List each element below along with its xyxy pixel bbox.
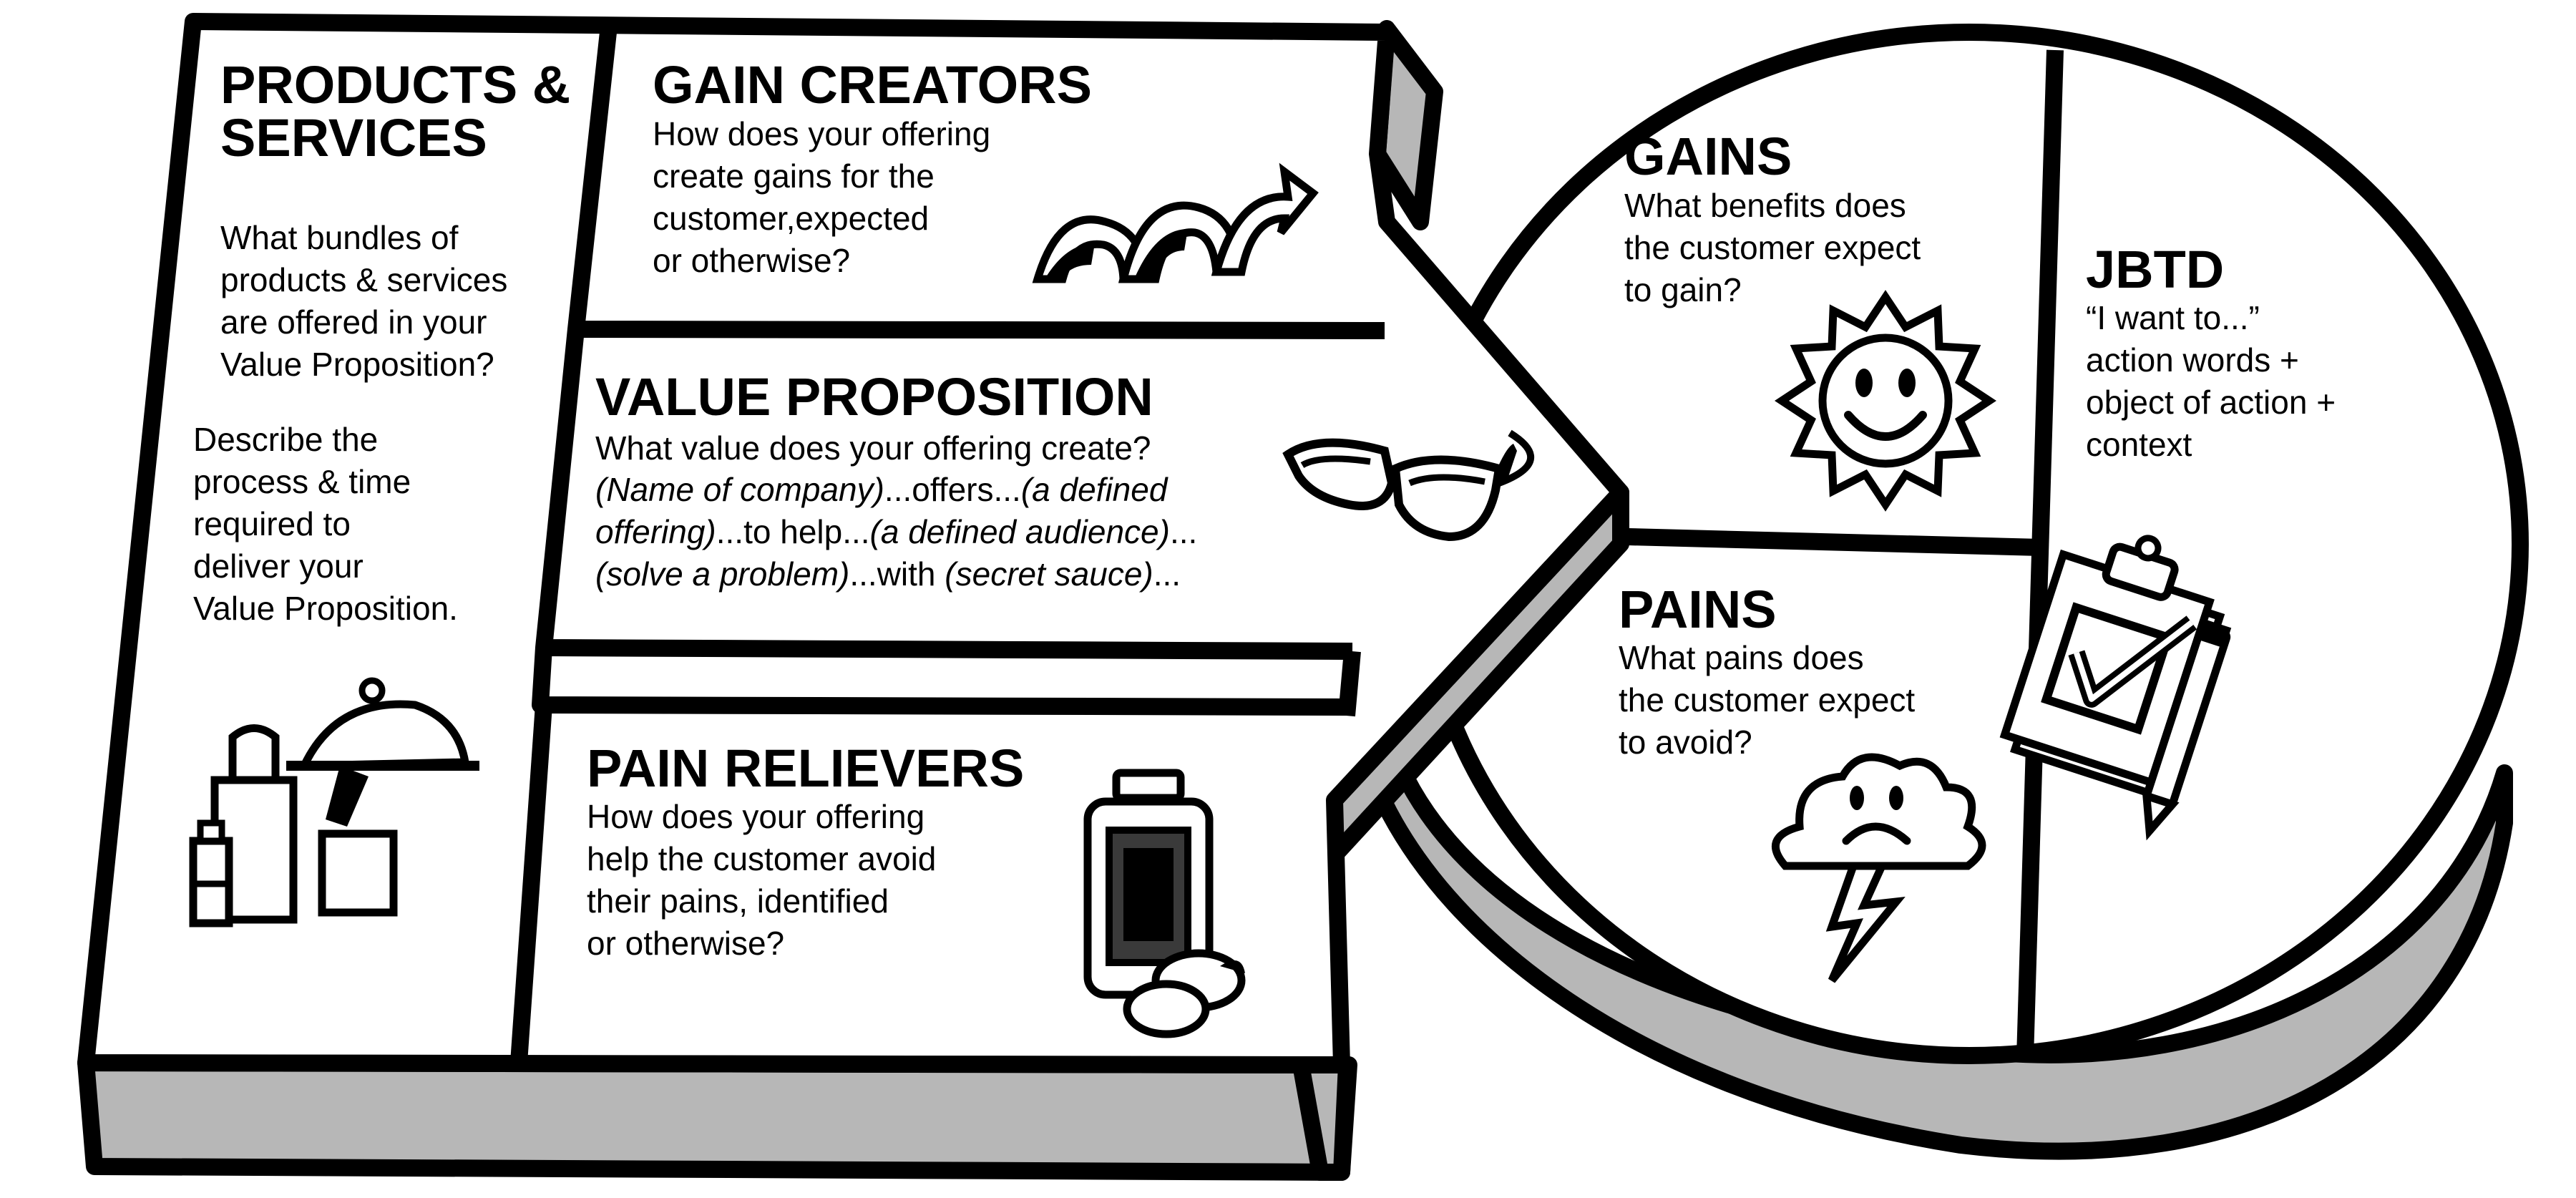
value-proposition-title: VALUE PROPOSITION [595,367,1153,427]
sun-icon [1774,290,1997,512]
value-map-bottom-slab [77,1054,1357,1181]
value-map-box [77,13,1629,1181]
jbtd-question: “I want to...” action words + object of … [2086,299,2336,463]
template-segment: (a defined offering) [595,471,1168,550]
template-segment: (a defined audience) [869,513,1170,550]
products-services-title: PRODUCTS & SERVICES [220,55,571,167]
template-segment: ... [1169,513,1198,550]
products-services-question: What bundles of products & services are … [220,219,508,383]
template-segment: ... [1153,555,1181,593]
template-segment: (solve a problem) [595,555,850,593]
gain-creators-title: GAIN CREATORS [653,55,1092,115]
pill-bottle-icon [1083,769,1246,1038]
value-proposition-template: (Name of company)...offers...(a defined … [595,469,1275,595]
shopping-bags-icon [189,677,479,927]
template-segment: ...with [849,555,945,593]
template-segment: (Name of company) [595,471,884,508]
value-proposition-question: What value does your offering create? [595,429,1151,467]
gains-question: What benefits does the customer expect t… [1624,187,1921,308]
gains-title: GAINS [1624,127,1792,186]
pain-relievers-question: How does your offering help the customer… [587,798,937,962]
products-services-describe: Describe the process & time required to … [193,421,458,627]
gain-creators-question: How does your offering create gains for … [653,115,991,279]
jbtd-title: JBTD [2086,240,2225,299]
pains-question: What pains does the customer expect to a… [1619,639,1916,761]
pain-relievers-title: PAIN RELIEVERS [587,739,1025,798]
template-segment: ...offers... [884,471,1021,508]
template-segment: ...to help... [716,513,870,550]
rising-arrow-icon [1032,162,1319,283]
sunglasses-icon [1282,429,1534,542]
clipboard-checkmark-icon [1999,535,2232,841]
customer-profile-circle [1351,24,2529,1160]
template-segment: (secret sauce) [945,555,1153,593]
pains-title: PAINS [1619,580,1777,639]
storm-cloud-icon [1771,753,1986,983]
value-map-front [77,13,1629,1073]
